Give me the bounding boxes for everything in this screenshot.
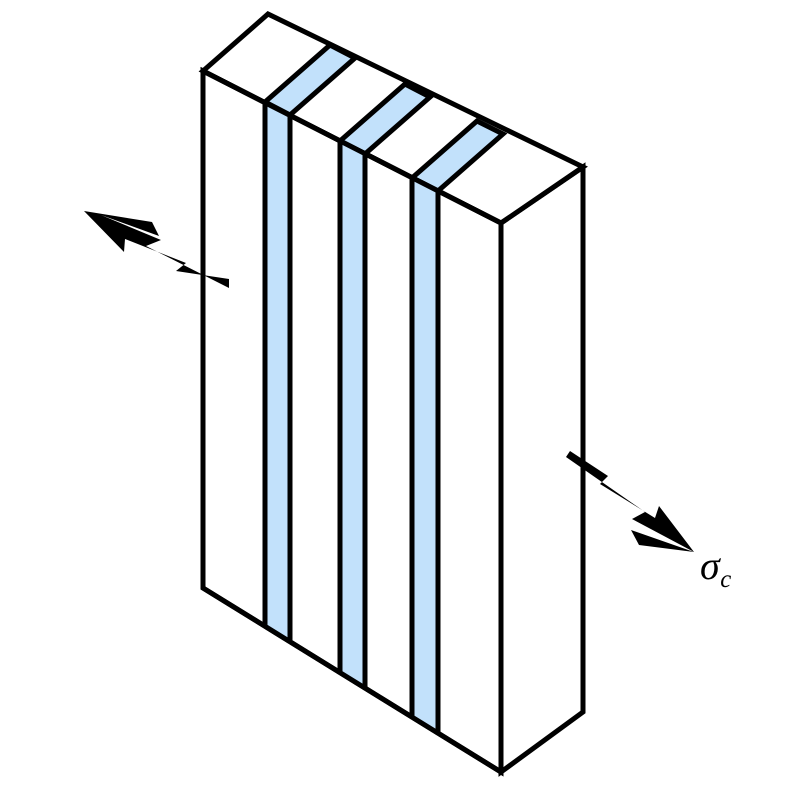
tensile-arrow-lower-right bbox=[566, 451, 694, 552]
top-face-fiber-bands bbox=[260, 41, 508, 194]
right-face bbox=[498, 162, 586, 777]
stress-subscript-c: c bbox=[720, 565, 732, 593]
tensile-arrow-lower-right-shape bbox=[566, 451, 694, 552]
tensile-arrow-upper-left bbox=[84, 211, 229, 288]
tensile-arrow-upper-left-shape bbox=[84, 211, 229, 288]
stress-symbol-sigma: σ bbox=[700, 543, 720, 588]
fiber-lamina-2-front-stripe bbox=[337, 71, 368, 772]
front-face-outline bbox=[200, 66, 504, 777]
stress-label-sigma-c: σc bbox=[700, 546, 731, 593]
fiber-lamina-1-front-stripe bbox=[262, 71, 293, 772]
